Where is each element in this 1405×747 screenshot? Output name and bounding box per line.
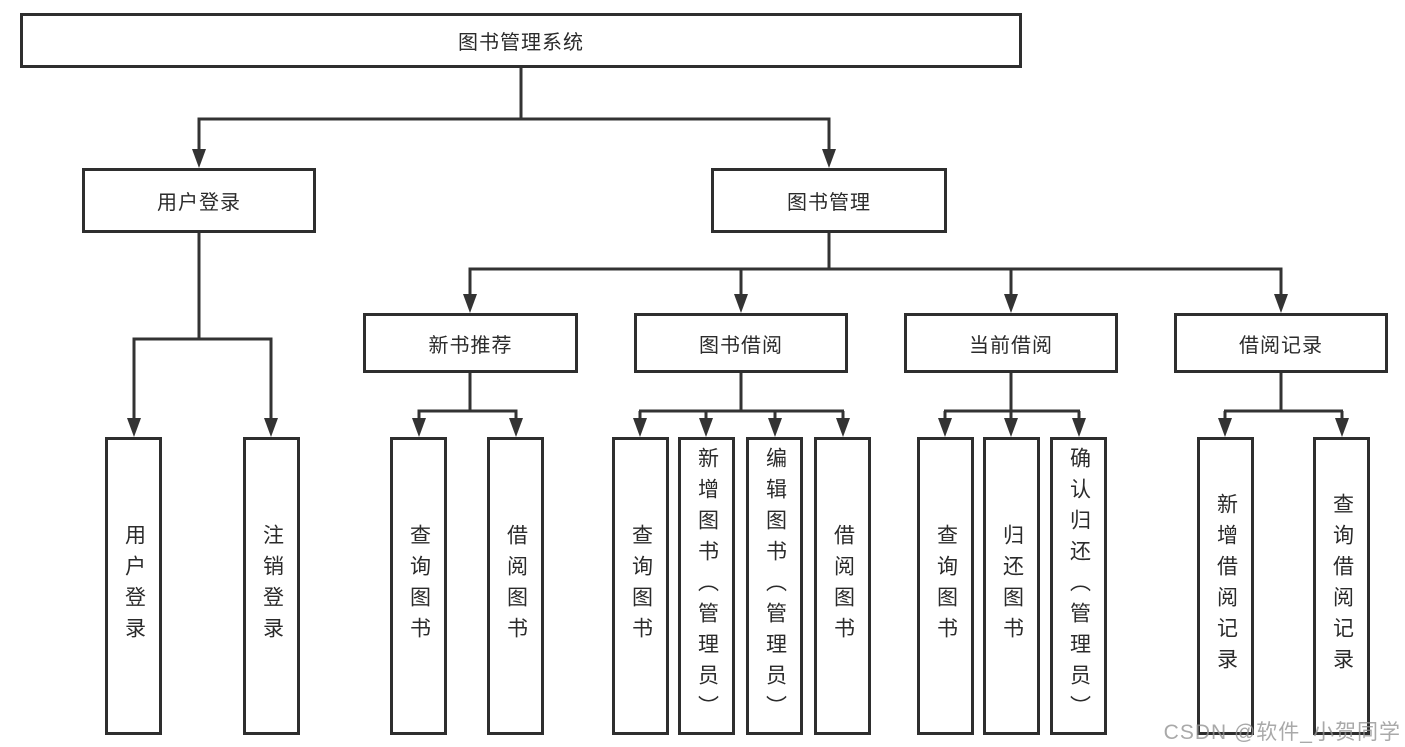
leaf-borrow-book: 借阅图书 <box>814 437 871 735</box>
node-user-login-module: 用户登录 <box>82 168 316 233</box>
leaf-label: 借阅图书 <box>831 524 855 648</box>
leaf-add-borrow-record: 新增借阅记录 <box>1197 437 1254 735</box>
node-borrow-records: 借阅记录 <box>1174 313 1388 373</box>
leaf-confirm-return-admin: 确认归还（管理员） <box>1050 437 1107 735</box>
leaf-label: 确认归还（管理员） <box>1067 446 1091 726</box>
leaf-label: 查询图书 <box>629 524 653 648</box>
leaf-label: 归还图书 <box>1000 524 1024 648</box>
leaf-label: 查询图书 <box>407 524 431 648</box>
leaf-edit-book-admin: 编辑图书（管理员） <box>746 437 803 735</box>
leaf-label: 借阅图书 <box>504 524 528 648</box>
leaf-logout: 注销登录 <box>243 437 300 735</box>
leaf-label: 新增借阅记录 <box>1214 493 1238 679</box>
leaf-label: 注销登录 <box>260 524 284 648</box>
leaf-user-login: 用户登录 <box>105 437 162 735</box>
node-library-system: 图书管理系统 <box>20 13 1022 68</box>
leaf-newbooks-query: 查询图书 <box>390 437 447 735</box>
leaf-newbooks-borrow: 借阅图书 <box>487 437 544 735</box>
leaf-current-query-books: 查询图书 <box>917 437 974 735</box>
node-current-borrow: 当前借阅 <box>904 313 1118 373</box>
leaf-add-book-admin: 新增图书（管理员） <box>678 437 735 735</box>
csdn-watermark: CSDN @软件_小贺同学 <box>1163 721 1401 744</box>
leaf-label: 查询图书 <box>934 524 958 648</box>
leaf-label: 新增图书（管理员） <box>695 446 719 726</box>
leaf-query-borrow-record: 查询借阅记录 <box>1313 437 1370 735</box>
leaf-label: 用户登录 <box>122 524 146 648</box>
node-book-borrow: 图书借阅 <box>634 313 848 373</box>
node-new-book-recommend: 新书推荐 <box>363 313 578 373</box>
node-book-management: 图书管理 <box>711 168 947 233</box>
leaf-label: 编辑图书（管理员） <box>763 446 787 726</box>
leaf-borrow-query-books: 查询图书 <box>612 437 669 735</box>
leaf-return-book: 归还图书 <box>983 437 1040 735</box>
leaf-label: 查询借阅记录 <box>1330 493 1354 679</box>
